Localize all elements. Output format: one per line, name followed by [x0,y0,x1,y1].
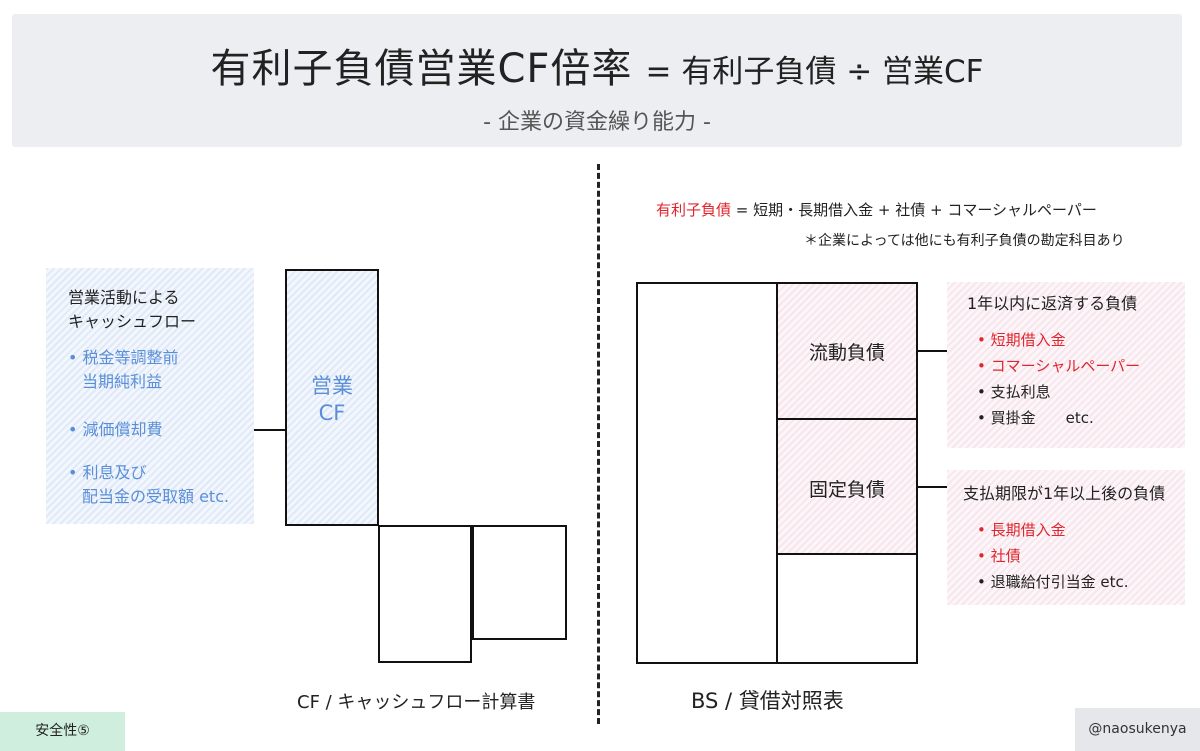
operating-cf-label-line: CF [318,401,346,425]
bs-divider [778,418,918,420]
header-banner: 有利子負債営業CF倍率 = 有利子負債 ÷ 営業CF - 企業の資金繰り能力 - [12,14,1182,147]
list-item-line: 利息及び [68,461,229,485]
definition-term: 有利子負債 [656,201,732,219]
list-item: 買掛金 etc. [977,405,1140,431]
fixed-liabilities-label: 固定負債 [808,479,885,501]
list-item: 減価償却費 [68,418,163,442]
cf-caption: CF / キャッシュフロー計算書 [297,692,536,713]
list-item-line: 減価償却費 [68,418,163,442]
list-item: 税金等調整前 当期純利益 [68,346,179,394]
list-item: 社債 [977,543,1129,569]
list-item-line: 配当金の受取額 etc. [82,487,230,506]
operating-cf-panel: 営業活動による キャッシュフロー 税金等調整前 当期純利益 減価償却費 利息及び… [46,268,254,524]
panel-heading: 支払期限が1年以上後の負債 [963,484,1166,503]
page-subtitle: - 企業の資金繰り能力 - [483,110,711,135]
list-item: 利息及び 配当金の受取額 etc. [68,461,229,509]
bs-divider [778,553,918,555]
list-item: 短期借入金 [977,327,1140,353]
page-title: 有利子負債営業CF倍率 [210,46,633,92]
bs-center-line [776,282,778,664]
debt-definition: 有利子負債 = 短期・長期借入金 + 社債 + コマーシャルペーパー [656,199,1097,220]
connector-line [254,429,286,431]
operating-cf-label-line: 営業 [311,374,353,398]
investing-cf-block [378,525,472,663]
fixed-liabilities-panel: 支払期限が1年以上後の負債 長期借入金 社債 退職給付引当金 etc. [947,470,1185,605]
author-tag: @naosukenya [1075,708,1200,751]
definition-formula: = 短期・長期借入金 + 社債 + コマーシャルペーパー [731,201,1097,219]
connector-line [918,486,948,488]
current-liabilities-label: 流動負債 [808,342,885,364]
panel-heading-line: 営業活動による [68,288,180,307]
list-item: 退職給付引当金 etc. [977,569,1129,595]
current-liabilities-block: 流動負債 [778,284,916,418]
bs-caption: BS / 貸借対照表 [691,689,844,713]
item-list: 短期借入金 コマーシャルペーパー 支払利息 買掛金 etc. [977,327,1141,431]
panel-heading-line: キャッシュフロー [68,312,197,331]
financing-cf-block [472,525,567,640]
panel-heading: 1年以内に返済する負債 [967,294,1138,313]
title-formula: = 有利子負債 ÷ 営業CF [645,54,984,90]
connector-line [918,350,948,352]
operating-cf-label: 営業 CF [287,373,377,427]
panel-heading: 営業活動による キャッシュフロー [68,286,196,334]
list-item: 支払利息 [977,379,1140,405]
item-list: 長期借入金 社債 退職給付引当金 etc. [977,517,1129,595]
list-item: コマーシャルペーパー [977,353,1141,379]
section-tag: 安全性⑤ [0,712,125,751]
list-item: 長期借入金 [977,517,1129,543]
current-liabilities-panel: 1年以内に返済する負債 短期借入金 コマーシャルペーパー 支払利息 買掛金 et… [947,282,1185,448]
definition-note: ＊企業によっては他にも有利子負債の勘定科目あり [804,233,1125,249]
list-item-line: 当期純利益 [82,372,163,391]
center-divider [597,164,600,724]
operating-cf-block: 営業 CF [285,269,379,526]
title-row: 有利子負債営業CF倍率 = 有利子負債 ÷ 営業CF [12,36,1182,94]
fixed-liabilities-block: 固定負債 [778,420,916,553]
list-item-line: 税金等調整前 [68,346,179,370]
